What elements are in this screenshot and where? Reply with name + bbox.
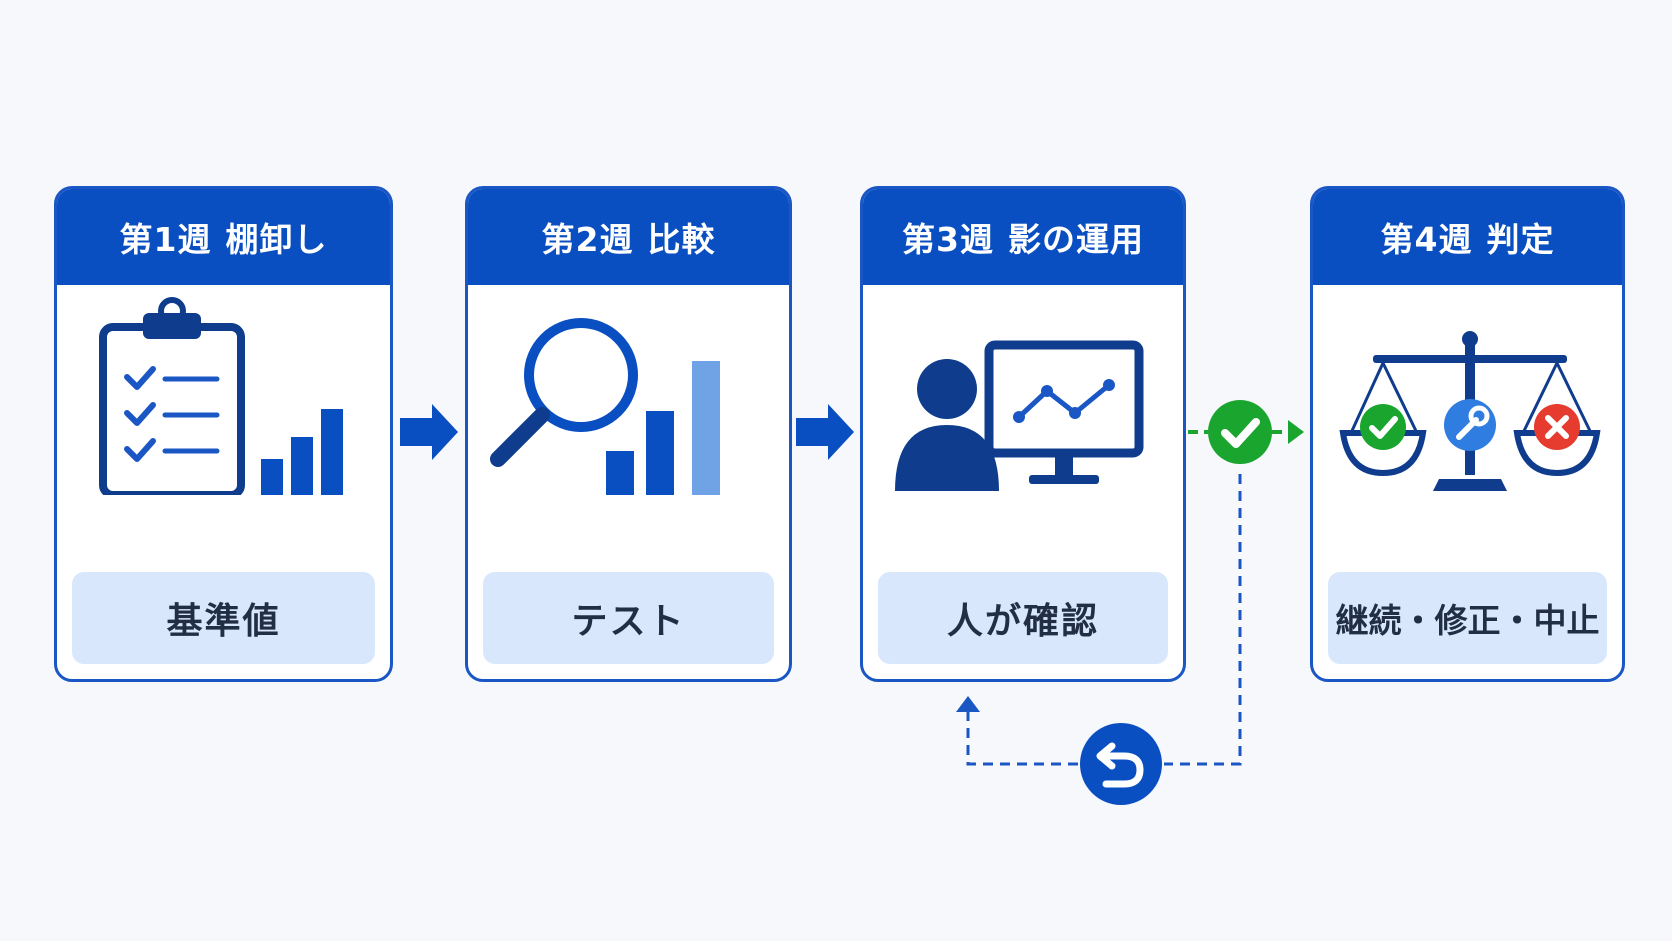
step-label: テスト — [483, 572, 774, 664]
step-title: 比較 — [647, 220, 716, 259]
right-arrow-icon — [400, 404, 458, 460]
step-label: 人が確認 — [878, 572, 1168, 664]
step-title: 棚卸し — [225, 220, 328, 259]
step-header: 第1週棚卸し — [57, 189, 390, 285]
step-card-week3: 第3週影の運用 人が確認 — [860, 186, 1186, 682]
approve-connector — [1188, 420, 1304, 444]
reject-icon — [1534, 404, 1580, 450]
step-label: 基準値 — [72, 572, 375, 664]
balance-scale-icon — [1313, 295, 1622, 679]
step-card-week1: 第1週棚卸し 基準値 — [54, 186, 393, 682]
magnifier-chart-icon — [468, 295, 789, 679]
step-week: 第2週 — [541, 220, 634, 259]
step-title: 判定 — [1486, 220, 1555, 259]
undo-icon — [1080, 723, 1162, 805]
approve-icon — [1360, 404, 1406, 450]
step-week: 第4週 — [1380, 220, 1473, 259]
wrench-icon — [1444, 399, 1496, 451]
step-header: 第4週判定 — [1313, 189, 1622, 285]
person-monitor-icon — [863, 295, 1183, 679]
step-title: 影の運用 — [1007, 220, 1144, 259]
step-label: 継続・修正・中止 — [1328, 572, 1607, 664]
step-week: 第3週 — [902, 220, 994, 259]
clipboard-chart-icon — [57, 295, 390, 679]
step-header: 第3週影の運用 — [863, 189, 1183, 285]
right-arrow-icon — [796, 404, 854, 460]
step-card-week4: 第4週判定 — [1310, 186, 1625, 682]
loop-back-connector — [956, 474, 1242, 766]
step-week: 第1週 — [119, 220, 212, 259]
check-circle-icon — [1208, 400, 1272, 464]
step-header: 第2週比較 — [468, 189, 789, 285]
step-card-week2: 第2週比較 テスト — [465, 186, 792, 682]
